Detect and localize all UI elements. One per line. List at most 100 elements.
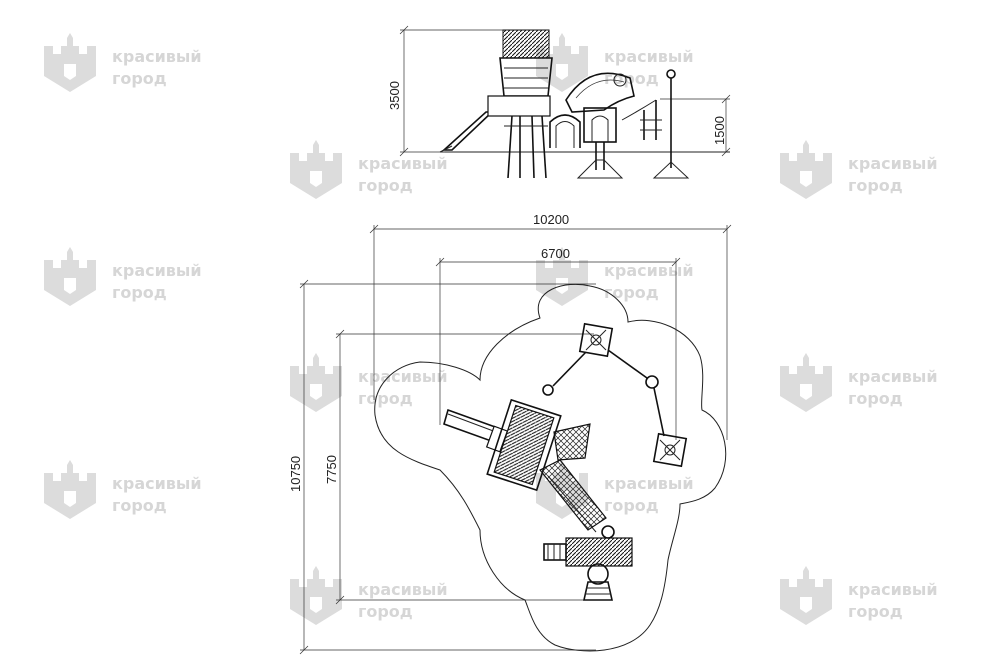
tower-roof-plan [493, 404, 555, 486]
tower-roof [502, 29, 550, 59]
slide-chute [441, 111, 495, 151]
rope-segment [653, 387, 665, 437]
watermark-text-line1: красивый [112, 47, 202, 66]
side-dome-house [565, 72, 635, 179]
watermark-logo-icon [780, 140, 832, 199]
watermark-logo-icon [290, 353, 342, 412]
dimension-tick [722, 224, 732, 234]
dimension-tick [435, 257, 445, 267]
watermark-logo-icon [780, 566, 832, 625]
watermark-text-line2: город [112, 496, 167, 515]
dimension-plan-depth-inner: 7750 [324, 329, 600, 605]
watermark-text-line1: красивый [848, 580, 938, 599]
slide-exit [439, 145, 453, 153]
watermark-logo-icon [290, 566, 342, 625]
rope-segment [552, 351, 587, 387]
watermark-text-line2: город [848, 389, 903, 408]
tower-post [531, 115, 535, 179]
plan-dome-house [543, 537, 633, 601]
watermark-text-line1: красивый [604, 474, 694, 493]
watermark-text-line1: красивый [848, 367, 938, 386]
safety-zone-outline [374, 283, 727, 652]
dimension-label-1500: 1500 [712, 116, 727, 145]
side-pole [652, 69, 690, 179]
watermark-text-line1: красивый [604, 261, 694, 280]
rope-node [645, 375, 659, 389]
tower-post [541, 115, 547, 179]
watermark-logo-icon [44, 247, 96, 306]
dimension-plan-depth-total: 10750 [288, 279, 596, 655]
side-tower-tall [487, 29, 553, 179]
house-door [591, 115, 609, 142]
dimension-tick [721, 147, 731, 157]
plan-net-climber [553, 423, 591, 461]
watermark-text-line1: красивый [604, 47, 694, 66]
tower-deck [487, 95, 551, 117]
watermark-text-line2: город [604, 283, 659, 302]
rope-segment [607, 349, 648, 379]
pole-base [652, 161, 690, 179]
watermark-text-line1: красивый [112, 474, 202, 493]
plan-view: 10200 6700 10750 7750 [288, 212, 732, 655]
dimension-tick [299, 279, 309, 289]
watermark-row-5: красивый город красивый город [44, 460, 694, 519]
plan-tower-roof [486, 398, 562, 492]
dimension-plan-width-inner: 6700 [435, 246, 681, 440]
house-body [583, 107, 617, 143]
arch-frame [549, 114, 581, 148]
watermark-text-line1: красивый [358, 154, 448, 173]
plan-rope-course [542, 322, 688, 468]
watermark-text-line2: город [848, 602, 903, 621]
bridge-edge [547, 475, 597, 533]
dimension-tick [399, 25, 409, 35]
rope-post-cross [659, 439, 681, 461]
rope-node [542, 384, 554, 396]
watermark-text-line1: красивый [848, 154, 938, 173]
dimension-tick [335, 595, 345, 605]
side-slide [439, 111, 495, 153]
watermark-text-line1: красивый [358, 580, 448, 599]
rope-post-square-top [578, 322, 614, 358]
net-climber-plan [553, 423, 591, 461]
bridge-plan [539, 459, 607, 531]
house-base [576, 159, 624, 179]
side-rope-bridge [621, 99, 662, 140]
dimension-tick [299, 645, 309, 655]
dimension-plan-width-total: 10200 [369, 212, 732, 440]
house-entry-plan [543, 543, 567, 561]
dimension-tick [369, 224, 379, 234]
pole-ball [666, 69, 676, 79]
side-elevation-view: 3500 1500 [387, 25, 731, 179]
watermark-row-4: красивый город красивый город [290, 353, 938, 412]
rope-post-center [664, 444, 676, 456]
watermark-text-line2: город [112, 283, 167, 302]
dimension-label-7750: 7750 [324, 455, 339, 484]
watermark-text-line2: город [848, 176, 903, 195]
house-turret-plan [587, 563, 609, 585]
dimension-label-6700: 6700 [541, 246, 570, 261]
watermark-logo-icon [44, 460, 96, 519]
rope-post-cross [585, 329, 607, 351]
watermark-text-line1: красивый [358, 367, 448, 386]
dimension-label-10200: 10200 [533, 212, 569, 227]
dome-house-roof-plan [565, 537, 633, 567]
rope-post-center [590, 334, 602, 346]
bridge-rope [621, 99, 657, 121]
watermark-row-6: красивый город красивый город [290, 566, 938, 625]
watermark-text-line1: красивый [112, 261, 202, 280]
dimension-tick [721, 94, 731, 104]
watermark-text-line2: город [112, 69, 167, 88]
watermark-text-line2: город [358, 602, 413, 621]
watermark-row-3: красивый город красивый город [44, 247, 694, 306]
plan-slide [443, 408, 509, 453]
dimension-label-10750: 10750 [288, 456, 303, 492]
watermark-text-line2: город [358, 389, 413, 408]
dimension-tick [399, 147, 409, 157]
tower-post [507, 115, 513, 179]
watermark-row-1: красивый город красивый город [44, 33, 694, 92]
dome-rib [575, 79, 625, 99]
dimension-tick [671, 257, 681, 267]
slide-edge [447, 413, 497, 433]
watermark-logo-icon [44, 33, 96, 92]
watermark-row-2: красивый город красивый город [290, 140, 938, 199]
